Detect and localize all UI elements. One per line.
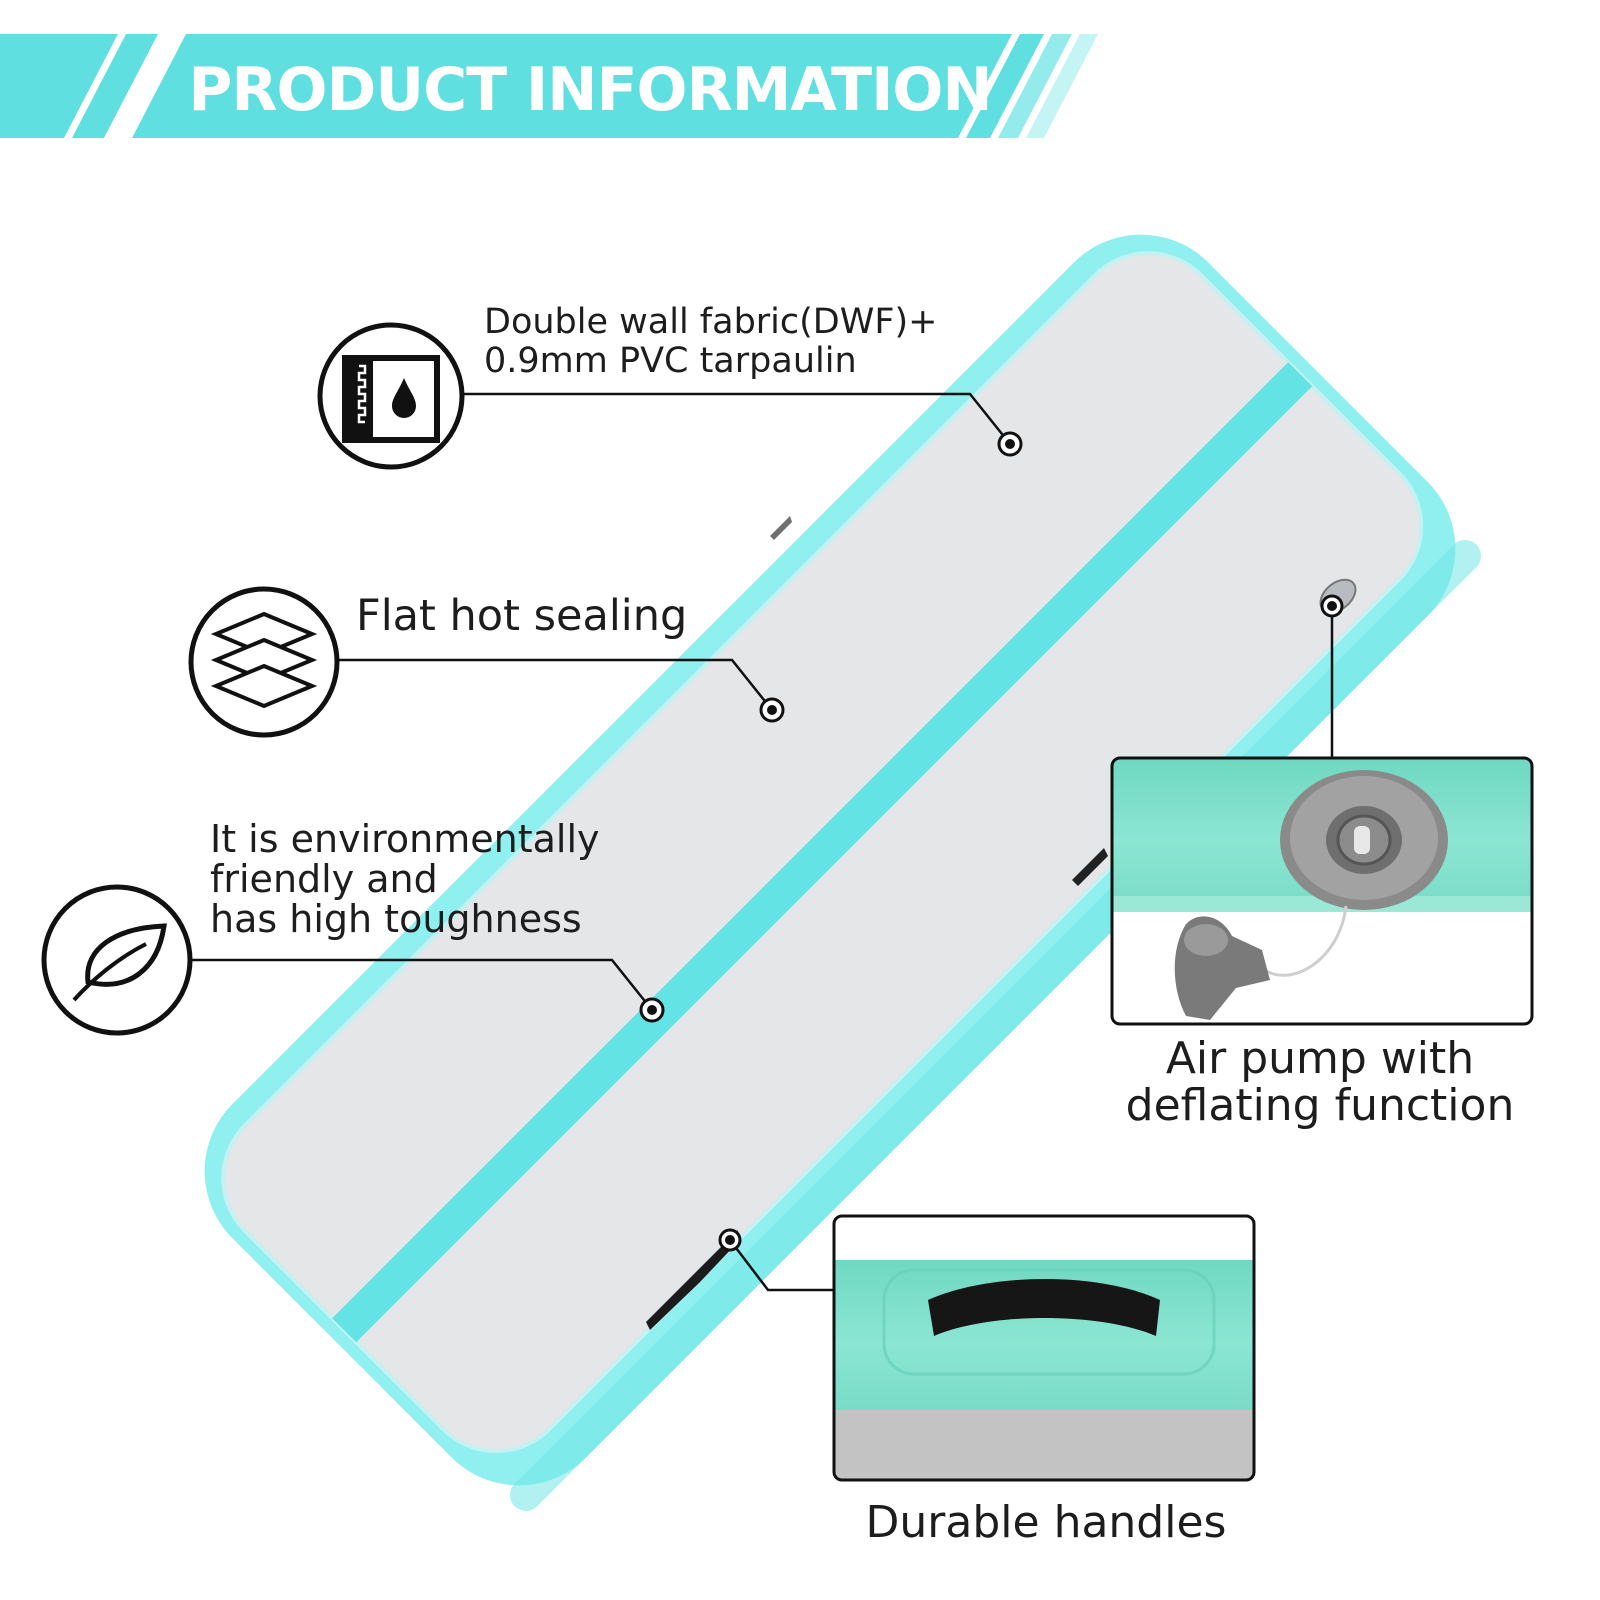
panel-caption-handles: Durable handles: [865, 1497, 1227, 1548]
feature-label-fabric: Double wall fabric(DWF)+ 0.9mm PVC tarpa…: [484, 302, 938, 382]
air-pump-panel: [1110, 756, 1534, 1026]
feature-label-sealing: Flat hot sealing: [356, 591, 688, 641]
panel-caption-air-pump: Air pump with deflating function: [1125, 1033, 1515, 1131]
feature-label-eco: It is environmentally friendly and has h…: [210, 817, 600, 941]
waterproof-fabric-icon: [317, 322, 465, 470]
mat-handle-mid: [1072, 848, 1108, 886]
layers-icon: [188, 586, 340, 738]
page-title: PRODUCT INFORMATION: [188, 55, 992, 125]
handle-panel: [832, 1214, 1256, 1482]
callout-lines: [190, 392, 1334, 1292]
leaf-icon: [41, 884, 193, 1036]
mat-handle-top: [770, 516, 792, 540]
mat-handle: [646, 1230, 738, 1330]
callout-dots: [639, 431, 1344, 1252]
header-banner: [0, 34, 1098, 138]
